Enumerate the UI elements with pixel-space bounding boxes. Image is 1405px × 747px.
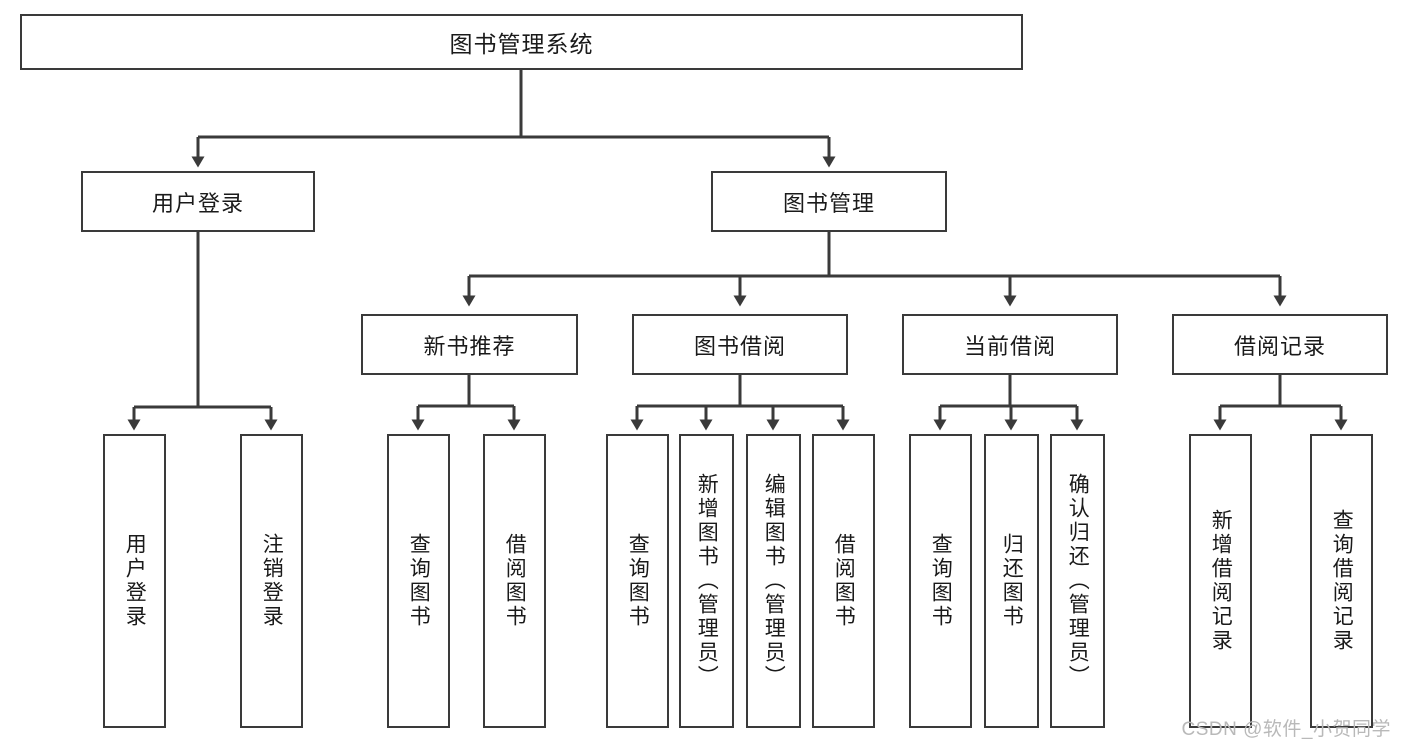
leaf-query-book-borrow[interactable]: 查询图书 [606, 434, 669, 728]
node-label: 用户登录 [151, 190, 244, 216]
node-label: 图书管理系统 [449, 31, 594, 57]
node-label: 用户登录 [123, 533, 147, 629]
node-label: 新书推荐 [423, 333, 516, 359]
node-label: 归还图书 [1000, 533, 1024, 629]
node-root-system[interactable]: 图书管理系统 [20, 14, 1023, 70]
node-label: 借阅记录 [1233, 333, 1326, 359]
node-new-book-recommendation[interactable]: 新书推荐 [361, 314, 578, 375]
node-label: 图书管理 [782, 190, 875, 216]
node-label: 图书借阅 [693, 333, 786, 359]
leaf-confirm-return-admin[interactable]: 确认归还（管理员） [1050, 434, 1105, 728]
node-current-borrow[interactable]: 当前借阅 [902, 314, 1118, 375]
leaf-edit-book-admin[interactable]: 编辑图书（管理员） [746, 434, 801, 728]
node-label: 查询图书 [407, 533, 431, 629]
node-label: 借阅图书 [832, 533, 856, 629]
leaf-user-login[interactable]: 用户登录 [103, 434, 166, 728]
leaf-add-book-admin[interactable]: 新增图书（管理员） [679, 434, 734, 728]
node-label: 查询图书 [929, 533, 953, 629]
leaf-borrow-book-recommendation[interactable]: 借阅图书 [483, 434, 546, 728]
leaf-borrow-book[interactable]: 借阅图书 [812, 434, 875, 728]
node-book-borrow[interactable]: 图书借阅 [632, 314, 848, 375]
node-borrow-record[interactable]: 借阅记录 [1172, 314, 1388, 375]
watermark: CSDN @软件_小贺同学 [1181, 719, 1391, 740]
node-label: 注销登录 [260, 533, 284, 629]
node-book-management[interactable]: 图书管理 [711, 171, 947, 232]
node-label: 当前借阅 [963, 333, 1056, 359]
node-label: 新增图书（管理员） [695, 473, 719, 689]
node-user-login[interactable]: 用户登录 [81, 171, 315, 232]
node-label: 新增借阅记录 [1209, 509, 1233, 653]
node-label: 查询图书 [626, 533, 650, 629]
node-label: 确认归还（管理员） [1066, 473, 1090, 689]
node-label: 借阅图书 [503, 533, 527, 629]
leaf-query-book-current[interactable]: 查询图书 [909, 434, 972, 728]
leaf-query-borrow-record[interactable]: 查询借阅记录 [1310, 434, 1373, 728]
node-label: 查询借阅记录 [1330, 509, 1354, 653]
leaf-logout[interactable]: 注销登录 [240, 434, 303, 728]
leaf-add-borrow-record[interactable]: 新增借阅记录 [1189, 434, 1252, 728]
leaf-return-book[interactable]: 归还图书 [984, 434, 1039, 728]
leaf-query-book-recommendation[interactable]: 查询图书 [387, 434, 450, 728]
node-label: 编辑图书（管理员） [762, 473, 786, 689]
